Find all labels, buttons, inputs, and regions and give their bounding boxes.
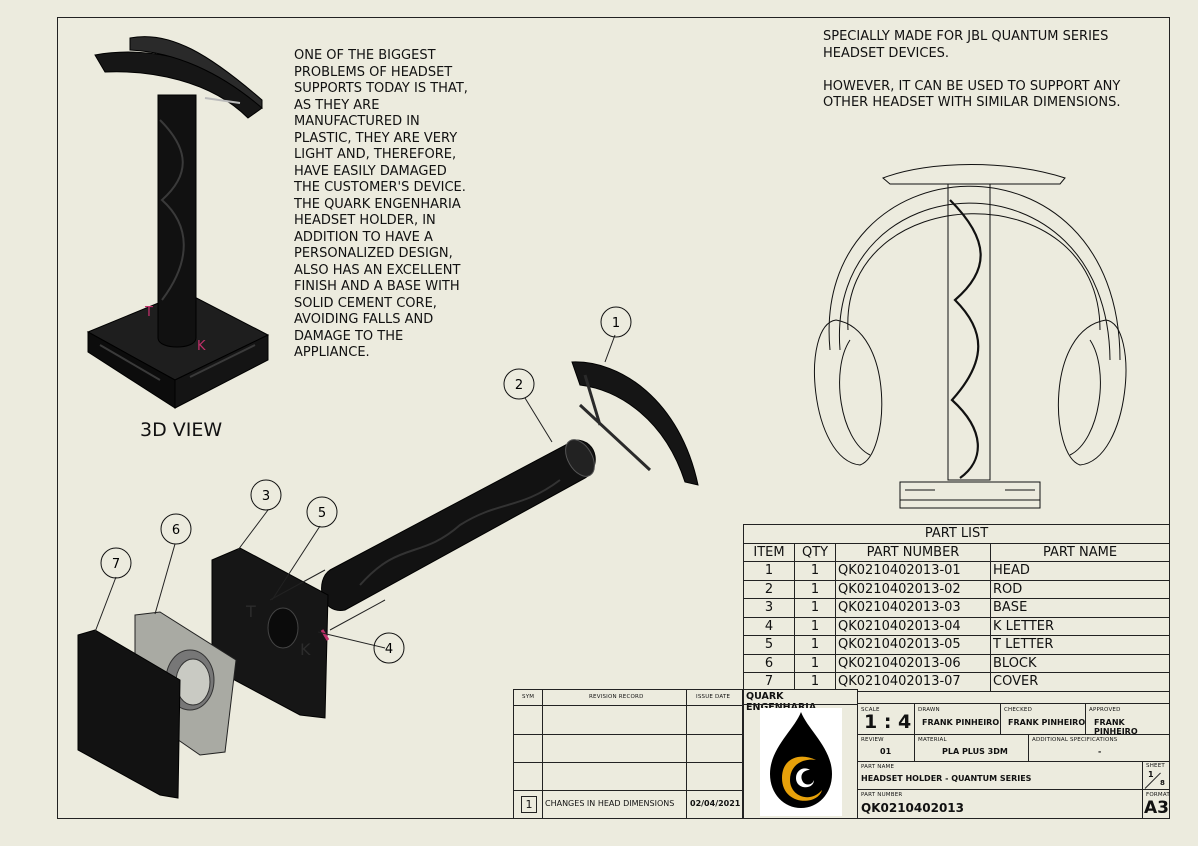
scale-value: 1 : 4	[864, 711, 912, 733]
balloon-1: 1	[612, 316, 620, 331]
col-item: ITEM	[743, 542, 795, 562]
balloon-5: 5	[318, 506, 326, 521]
balloon-4: 4	[385, 642, 393, 657]
sheet-number: 1	[1148, 770, 1154, 779]
title-block: SCALE 1 : 4 DRAWN FRANK PINHEIRO CHECKED…	[857, 703, 1170, 819]
revision-record: SYM REVISION RECORD ISSUE DATE 1 CHANGES…	[513, 689, 743, 819]
part-list-title: PART LIST	[743, 524, 1170, 544]
part-list-table: PART LIST ITEM QTY PART NUMBER PART NAME…	[743, 524, 1170, 692]
3d-view-label: 3D VIEW	[140, 419, 223, 441]
format-value: A3	[1144, 798, 1169, 818]
base-t-letter: T	[245, 602, 256, 621]
3d-t-letter: T	[144, 305, 153, 320]
3d-k-letter: K	[197, 339, 206, 354]
scale-label: SCALE	[861, 707, 880, 713]
company-block: QUARK ENGENHARIA	[743, 689, 858, 819]
drawn-value: FRANK PINHEIRO	[922, 718, 1000, 727]
material-value: PLA PLUS 3DM	[942, 747, 1008, 756]
approved-value: FRANK PINHEIRO	[1094, 718, 1138, 736]
spec-value: -	[1098, 747, 1102, 756]
rev-record-header: REVISION RECORD	[589, 694, 644, 700]
spec-label: ADDITIONAL SPECIFICATIONS	[1032, 737, 1118, 743]
base-k-letter: K	[300, 640, 311, 659]
balloons: 1 2 3 4 5 6 7	[100, 306, 632, 664]
quark-logo-icon	[760, 708, 842, 816]
col-part-number: PART NUMBER	[835, 542, 991, 562]
balloon-6: 6	[172, 523, 180, 538]
sheet-total: 8	[1160, 779, 1165, 787]
col-qty: QTY	[794, 542, 836, 562]
company-name: QUARK ENGENHARIA	[746, 691, 817, 713]
review-label: REVIEW	[861, 737, 884, 743]
sheet-label: SHEET	[1146, 763, 1165, 769]
rev-sym-header: SYM	[522, 694, 535, 700]
part-number-value: QK0210402013	[861, 801, 964, 815]
part-name-label: PART NAME	[861, 764, 895, 770]
rev-date-header: ISSUE DATE	[696, 694, 731, 700]
exploded-view: T K	[77, 334, 699, 799]
col-part-name: PART NAME	[990, 542, 1170, 562]
part-name-value: HEADSET HOLDER - QUANTUM SERIES	[861, 774, 1032, 783]
checked-value: FRANK PINHEIRO	[1008, 718, 1086, 727]
rev-date: 02/04/2021	[690, 799, 741, 808]
balloon-3: 3	[262, 489, 270, 504]
3d-view-model: T K	[86, 36, 270, 409]
headset-line-drawing	[813, 164, 1127, 509]
checked-label: CHECKED	[1004, 707, 1033, 713]
compatibility-note: SPECIALLY MADE FOR JBL QUANTUM SERIES HE…	[823, 29, 1121, 110]
description-text: ONE OF THE BIGGEST PROBLEMS OF HEADSET S…	[294, 48, 468, 360]
part-number-label: PART NUMBER	[861, 792, 903, 798]
format-label: FORMAT	[1146, 792, 1170, 798]
drawn-label: DRAWN	[918, 707, 940, 713]
balloon-7: 7	[112, 557, 120, 572]
balloon-2: 2	[515, 378, 523, 393]
material-label: MATERIAL	[918, 737, 947, 743]
rev-sym: 1	[521, 796, 537, 813]
rev-record: CHANGES IN HEAD DIMENSIONS	[545, 799, 675, 808]
approved-label: APPROVED	[1089, 707, 1121, 713]
review-value: 01	[880, 747, 892, 756]
